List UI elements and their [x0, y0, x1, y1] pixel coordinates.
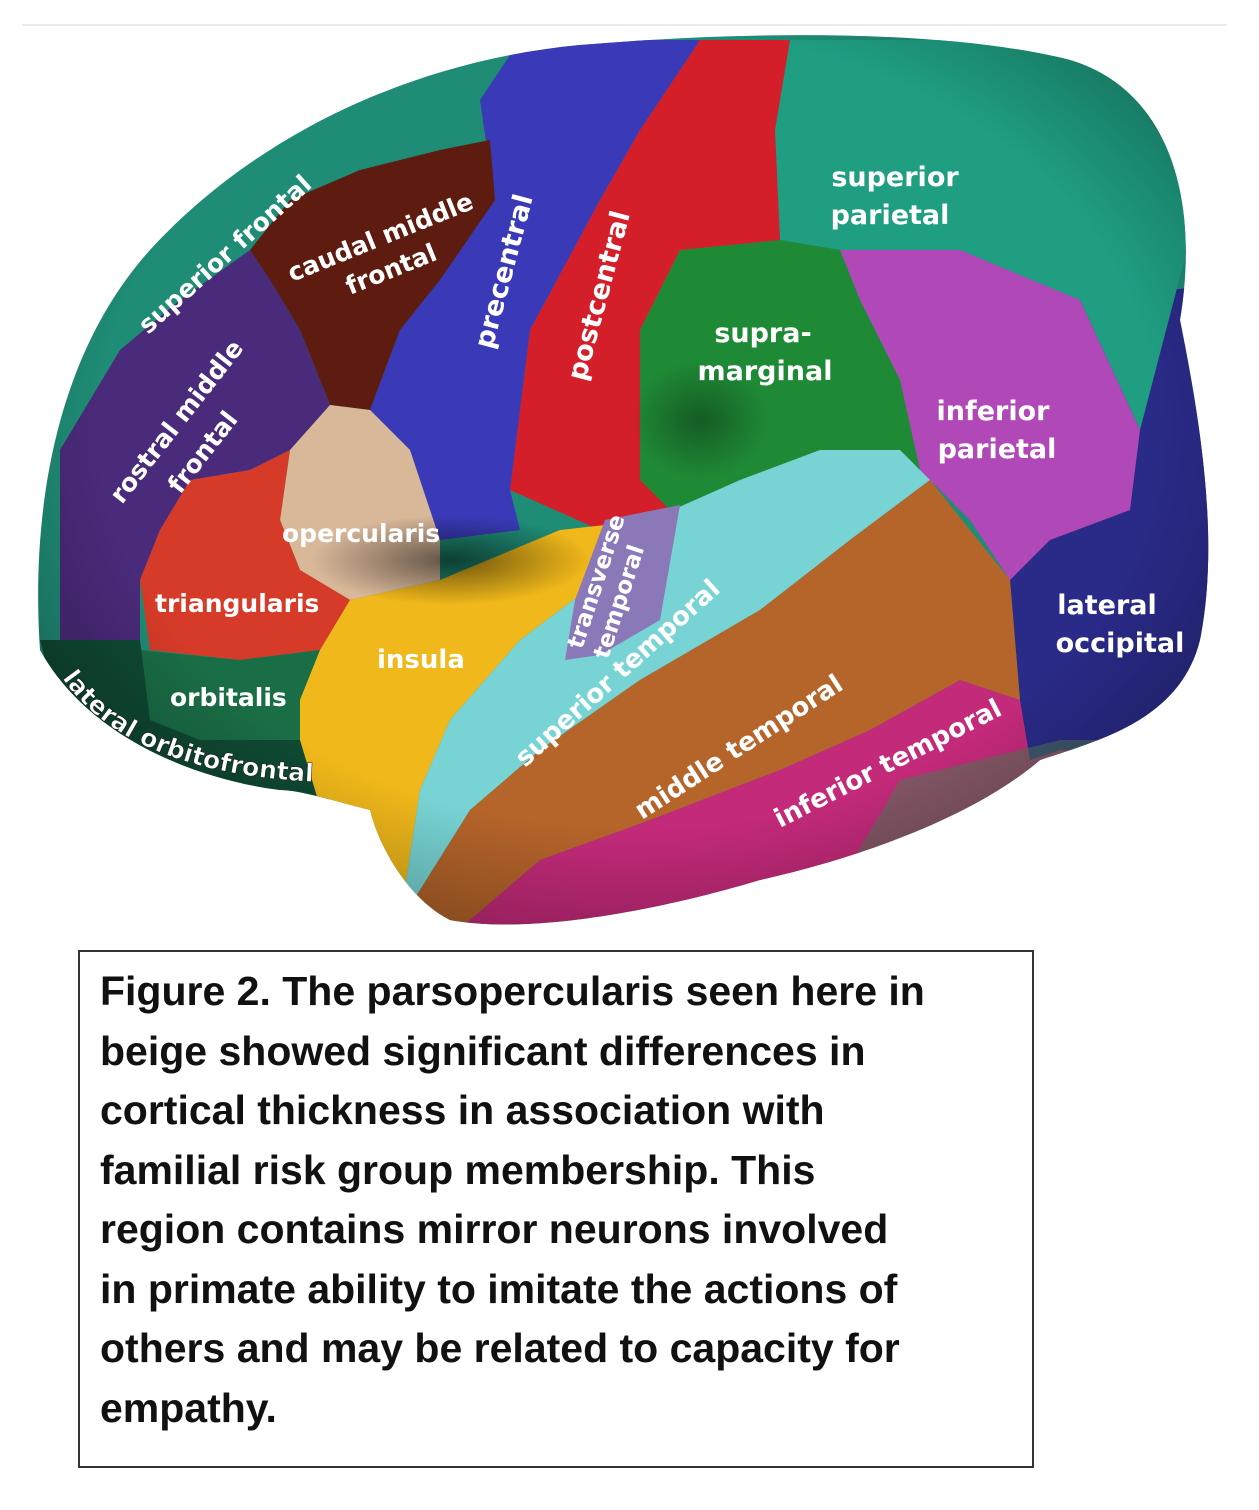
surface-shading — [38, 35, 1209, 925]
label-inferior-parietal-1: inferior — [937, 396, 1051, 427]
label-insula: insula — [377, 645, 465, 675]
figure-caption-box: Figure 2. The parsopercularis seen here … — [78, 950, 1034, 1468]
label-supramarginal-2: marginal — [698, 356, 833, 387]
label-superior-parietal-1: superior — [831, 162, 959, 193]
figure-caption: Figure 2. The parsopercularis seen here … — [100, 968, 925, 1431]
label-orbitalis: orbitalis — [170, 683, 287, 712]
label-lateral-occipital-2: occipital — [1056, 628, 1185, 659]
label-supramarginal-1: supra- — [714, 318, 811, 349]
label-triangularis: triangularis — [155, 589, 319, 618]
label-opercularis: opercularis — [282, 519, 440, 548]
top-divider — [22, 24, 1227, 26]
label-superior-parietal-2: parietal — [831, 200, 950, 231]
label-lateral-occipital-1: lateral — [1057, 590, 1156, 621]
brain-parcellation-diagram: superior frontal caudal middle frontal p… — [38, 35, 1209, 925]
label-inferior-parietal-2: parietal — [938, 434, 1057, 465]
